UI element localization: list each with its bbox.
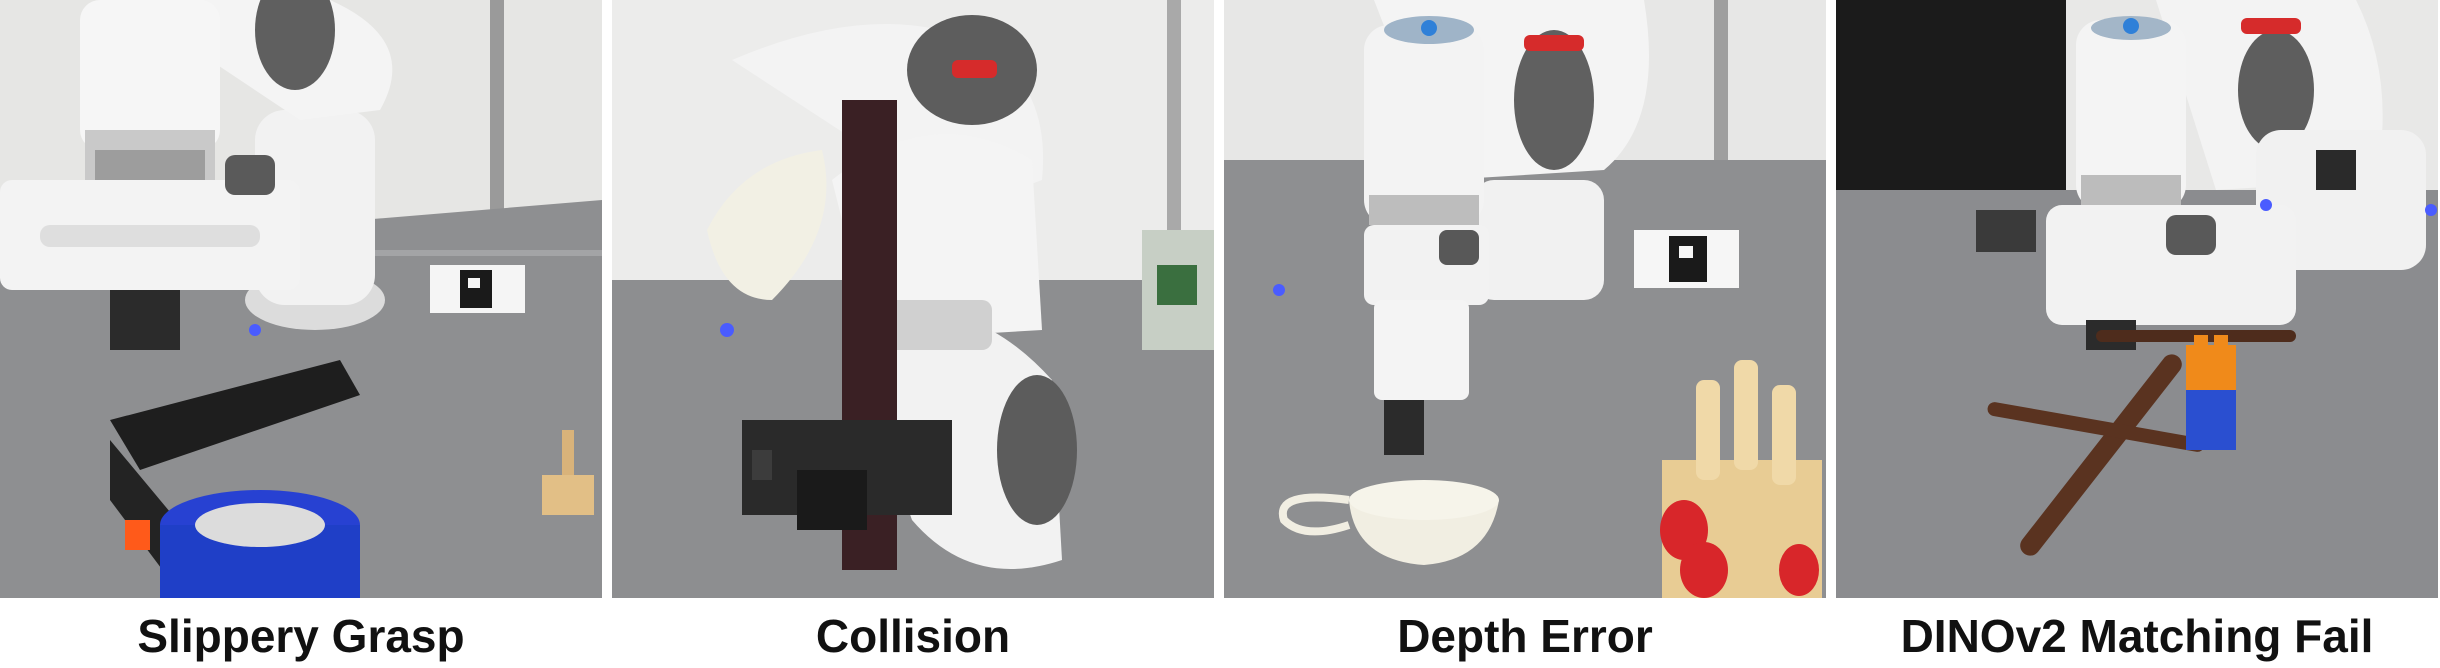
dinov2-matching-fail-photo: [1836, 0, 2438, 598]
panel-depth-error: [1224, 0, 1826, 598]
panel-slippery-grasp: [0, 0, 602, 598]
caption-slippery-grasp: Slippery Grasp: [137, 610, 465, 662]
depth-error-photo: [1224, 0, 1826, 598]
panel-dinov2-matching-fail: [1836, 0, 2438, 598]
caption-dinov2-matching-fail: DINOv2 Matching Fail: [1900, 610, 2374, 662]
panel-collision: [612, 0, 1214, 598]
slippery-grasp-photo: [0, 0, 602, 598]
caption-collision: Collision: [815, 610, 1011, 662]
collision-photo: [612, 0, 1214, 598]
caption-depth-error: Depth Error: [1397, 610, 1653, 662]
